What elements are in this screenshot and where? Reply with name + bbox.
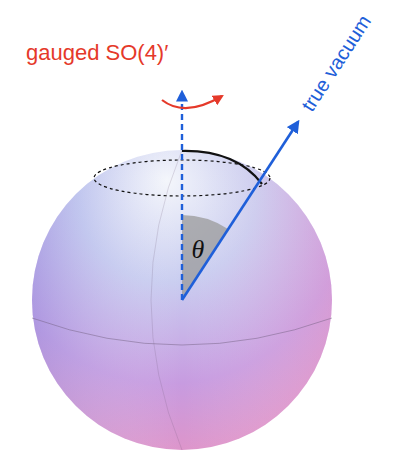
surface-arc xyxy=(182,151,262,184)
equator-line xyxy=(32,318,332,345)
vacuum-arrow xyxy=(182,122,298,300)
meridian-line xyxy=(151,150,182,450)
symmetry-axis xyxy=(181,92,183,300)
vacuum-label: true vacuum xyxy=(298,11,375,114)
rotation-arrow xyxy=(162,96,222,108)
angle-label: θ xyxy=(192,237,205,263)
symmetry-label: gauged SO(4)′ xyxy=(26,42,168,64)
